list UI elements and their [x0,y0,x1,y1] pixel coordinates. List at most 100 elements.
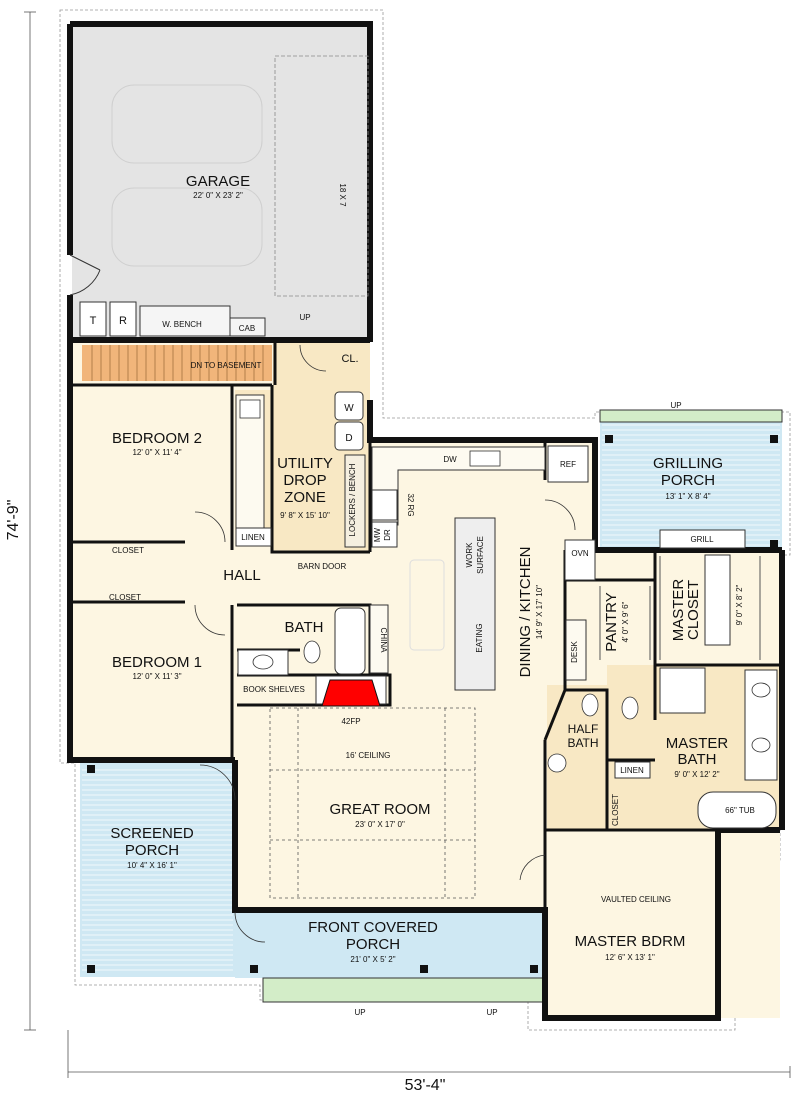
front-steps [262,977,544,1003]
mw-label: MW [373,527,382,542]
front-porch-line-1: FRONT COVERED [308,919,438,936]
grill [659,529,746,549]
work-label-2: SURFACE [476,536,485,574]
range-label: 32 RG [406,493,415,516]
grill-counter [704,554,731,646]
desk-label: DESK [570,640,579,662]
master-bath-linen [614,761,651,779]
utility-line-1: UTILITY [277,455,333,472]
porch-columns [87,435,778,973]
great-room-size: 23' 0" X 17' 0" [355,820,405,829]
closet-1-label: CLOSET [112,546,144,555]
utility-line-3: ZONE [284,489,326,506]
garage-entry-door [69,254,101,296]
grill-porch-steps [599,409,783,423]
desk [565,619,587,681]
kitchen-name: DINING / KITCHEN [517,547,534,678]
dimension-lines [24,11,791,1078]
half-bath-line-2: BATH [567,736,598,750]
master-bath-line-2: BATH [678,751,717,768]
dw-label: DW [443,455,457,464]
recycle-label: R [119,315,127,327]
front-up-2: UP [486,1008,497,1017]
master-bdrm-ceiling: VAULTED CEILING [601,895,671,904]
front-porch-fill [235,908,545,978]
hall-name: HALL [223,567,261,584]
tub-label: 66" TUB [725,806,755,815]
microwave-drawer [371,521,398,548]
bath-name: BATH [285,619,324,636]
master-tub [697,791,777,829]
trash-bin [79,301,107,337]
oven-label: OVN [571,549,589,558]
work-label-1: WORK [465,542,474,568]
door-swings [194,344,576,943]
stair-label: DN TO BASEMENT [191,361,262,370]
master-bdrm-size: 12' 6" X 13' 1" [605,953,655,962]
ceiling-beams [269,707,476,899]
master-bath-line-1: MASTER [666,735,729,752]
grilling-line-2: PORCH [661,472,715,489]
half-bath-sink [547,753,567,773]
grilling-porch-fill [600,413,782,550]
labels: GARAGE 22' 0" X 23' 2" 18 X 7 T R W. BEN… [5,173,755,1094]
dryer [334,421,364,451]
kitchen-sink [469,450,501,467]
refrigerator [547,445,589,483]
washer-label: W [344,403,354,414]
garage-up-label: UP [299,313,310,322]
master-closet-small-label: CLOSET [611,794,620,826]
recycle-bin [109,301,137,337]
lockers-label: LOCKERS / BENCH [348,463,357,536]
master-shower [659,667,706,714]
work-surface-island [454,517,496,691]
screened-size: 10' 4" X 16' 1" [127,861,177,870]
book-shelves-label: BOOK SHELVES [243,685,305,694]
half-bath-line-1: HALF [568,722,599,736]
bath-sink [252,654,274,670]
half-bath-toilet [581,693,599,717]
car-outlines [111,84,263,267]
range [371,489,398,521]
bedroom2-size: 12' 0" X 11' 4" [132,448,181,457]
eating-label: EATING [475,623,484,652]
screened-line-2: PORCH [125,842,179,859]
bath-toilet [303,640,321,664]
master-closet-size: 9' 0" X 8' 2" [735,584,744,625]
cab-label: CAB [239,324,255,333]
lockers-bench [344,454,366,548]
grilling-line-1: GRILLING [653,455,723,472]
washer [334,391,364,421]
utility-line-2: DROP [283,472,326,489]
dining-table [409,559,445,651]
pantry-name: PANTRY [603,592,620,651]
dr-label: DR [383,529,392,541]
china-cabinet [369,604,389,674]
screened-line-1: SCREENED [110,825,194,842]
linen-shelf [235,527,272,547]
bathtub [334,607,366,675]
bedroom1-size: 12' 0" X 11' 3" [132,672,181,681]
bedroom2-name: BEDROOM 2 [112,430,202,447]
master-sink-1 [751,682,771,698]
kitchen-size: 14' 9" X 17' 10" [535,585,544,639]
bedroom1-name: BEDROOM 1 [112,654,202,671]
overall-width: 53'-4" [405,1077,446,1094]
front-up-1: UP [354,1008,365,1017]
master-closet-line-2: CLOSET [685,580,702,640]
grill-label: GRILL [690,535,714,544]
ref-label: REF [560,460,576,469]
utility-sink [239,399,261,419]
trash-label: T [90,315,97,327]
bench-label: W. BENCH [162,320,202,329]
fireplace [321,679,381,707]
fireplace-label: 42FP [341,717,360,726]
front-porch-line-2: PORCH [346,936,400,953]
garage-name: GARAGE [186,173,250,190]
cl-label: CL. [341,353,358,365]
pantry-size: 4' 0" X 9' 6" [621,601,630,642]
linen-label: LINEN [241,533,265,542]
barn-door-label: BARN DOOR [298,562,347,571]
grilling-up: UP [670,401,681,410]
